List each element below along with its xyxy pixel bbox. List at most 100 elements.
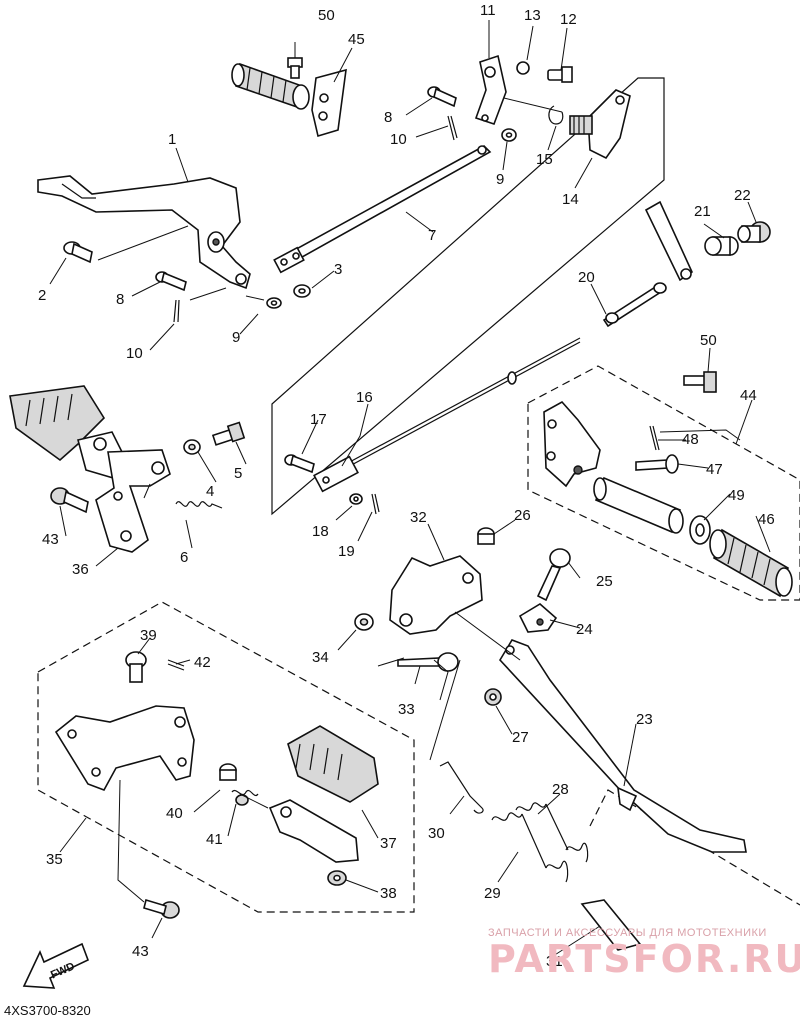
watermark-brand: PARTSFOR.RU — [488, 937, 800, 981]
cotter-pin-part-42 — [167, 659, 185, 671]
callout-14: 14 — [562, 191, 579, 208]
bolt-part-2 — [63, 241, 93, 264]
watermark-tagline: ЗАПЧАСТИ И АКСЕССУАРЫ ДЛЯ МОТОТЕХНИКИ — [488, 927, 767, 939]
cotter-pin-part-10-lower — [173, 299, 180, 323]
footrest-part-37 — [268, 725, 379, 863]
spring-part-41 — [231, 789, 259, 806]
callout-37: 37 — [380, 835, 397, 852]
callout-32: 32 — [410, 509, 427, 526]
callout-41: 41 — [206, 831, 223, 848]
nut-part-27 — [484, 688, 502, 706]
pin-part-8-lower — [155, 271, 187, 292]
callout-8-lower: 8 — [116, 291, 124, 308]
nut-part-22 — [737, 221, 771, 243]
washer-part-3 — [293, 284, 311, 298]
peg-body-part-46-inner — [593, 476, 684, 534]
callout-10-lower: 10 — [126, 345, 143, 362]
cotter-pin-part-10-upper — [447, 115, 458, 141]
circlip-part-15 — [548, 105, 564, 125]
bracket-part-35 — [54, 705, 195, 791]
bolt-part-43-upper — [50, 487, 89, 514]
callout-39: 39 — [140, 627, 157, 644]
callout-9-upper: 9 — [496, 171, 504, 188]
callout-50-right: 50 — [700, 332, 717, 349]
bracket-part-32 — [389, 555, 483, 635]
callout-49: 49 — [728, 487, 745, 504]
callout-45: 45 — [348, 31, 365, 48]
nut-part-4 — [183, 439, 201, 455]
callout-47: 47 — [706, 461, 723, 478]
cover-part-24 — [518, 603, 558, 633]
callout-12: 12 — [560, 11, 577, 28]
callout-33: 33 — [398, 701, 415, 718]
rubber-part-31 — [580, 899, 642, 951]
bolt-part-12 — [547, 66, 573, 83]
callout-38: 38 — [380, 885, 397, 902]
leader-lines — [49, 20, 771, 959]
callout-46: 46 — [758, 511, 775, 528]
collar-part-26 — [477, 527, 495, 545]
callout-44: 44 — [740, 387, 757, 404]
group-box-23 — [589, 789, 800, 906]
group-box-35 — [37, 601, 415, 913]
bolt-part-5 — [211, 421, 246, 446]
washer-part-9-upper — [501, 128, 517, 142]
brake-pedal-part-1 — [37, 175, 251, 290]
callout-13: 13 — [524, 7, 541, 24]
fwd-arrow-icon: FWD — [22, 942, 90, 989]
callout-34: 34 — [312, 649, 329, 666]
diagram-code: 4XS3700-8320 — [4, 1003, 91, 1018]
bracket-part-44 — [543, 400, 601, 488]
callout-10-upper: 10 — [390, 131, 407, 148]
bolt-part-25 — [536, 548, 571, 602]
callout-29: 29 — [484, 885, 501, 902]
callout-5: 5 — [234, 465, 242, 482]
bushing-part-21 — [704, 236, 739, 256]
callout-8-upper: 8 — [384, 109, 392, 126]
spring-part-29 — [491, 812, 569, 883]
footrest-part-36 — [9, 385, 171, 553]
callout-23: 23 — [636, 711, 653, 728]
callout-17: 17 — [310, 411, 327, 428]
shift-arm-part-14 — [569, 89, 631, 160]
callout-16: 16 — [356, 389, 373, 406]
callout-6: 6 — [180, 549, 188, 566]
washer-part-13 — [516, 61, 530, 75]
callout-28: 28 — [552, 781, 569, 798]
bolt-part-50-right — [683, 371, 717, 393]
pin-part-39 — [125, 651, 147, 683]
brake-rod-part-7 — [273, 145, 492, 274]
bolt-part-43-lower — [143, 898, 180, 919]
group-box-44 — [527, 365, 800, 601]
callout-26: 26 — [514, 507, 531, 524]
callout-3: 3 — [334, 261, 342, 278]
bolt-part-50 — [287, 57, 303, 79]
callout-22: 22 — [734, 187, 751, 204]
callout-labels: 50 45 11 13 12 1 8 10 15 9 14 22 21 7 3 … — [38, 2, 775, 970]
callout-36: 36 — [72, 561, 89, 578]
callout-9-lower: 9 — [232, 329, 240, 346]
link-rod-part-20 — [602, 200, 694, 328]
collar-part-40 — [219, 763, 237, 781]
callout-7: 7 — [428, 227, 436, 244]
lever-arm-part-11 — [474, 54, 507, 126]
callout-4: 4 — [206, 483, 214, 500]
callout-27: 27 — [512, 729, 529, 746]
callout-18: 18 — [312, 523, 329, 540]
callout-15: 15 — [536, 151, 553, 168]
watermark: ЗАПЧАСТИ И АКСЕССУАРЫ ДЛЯ МОТОТЕХНИКИ PA… — [488, 927, 800, 981]
callout-43-upper: 43 — [42, 531, 59, 548]
callout-11: 11 — [480, 2, 496, 19]
washer-part-18 — [349, 493, 363, 505]
callout-42: 42 — [194, 654, 211, 671]
callout-50-top: 50 — [318, 7, 335, 24]
callout-25: 25 — [596, 573, 613, 590]
rider-footrest-part-45 — [231, 62, 347, 138]
cotter-pin-part-48 — [649, 425, 660, 451]
brake-cable-part-16 — [313, 337, 581, 493]
callout-40: 40 — [166, 805, 183, 822]
spring-part-30 — [439, 761, 484, 814]
callout-35: 35 — [46, 851, 63, 868]
